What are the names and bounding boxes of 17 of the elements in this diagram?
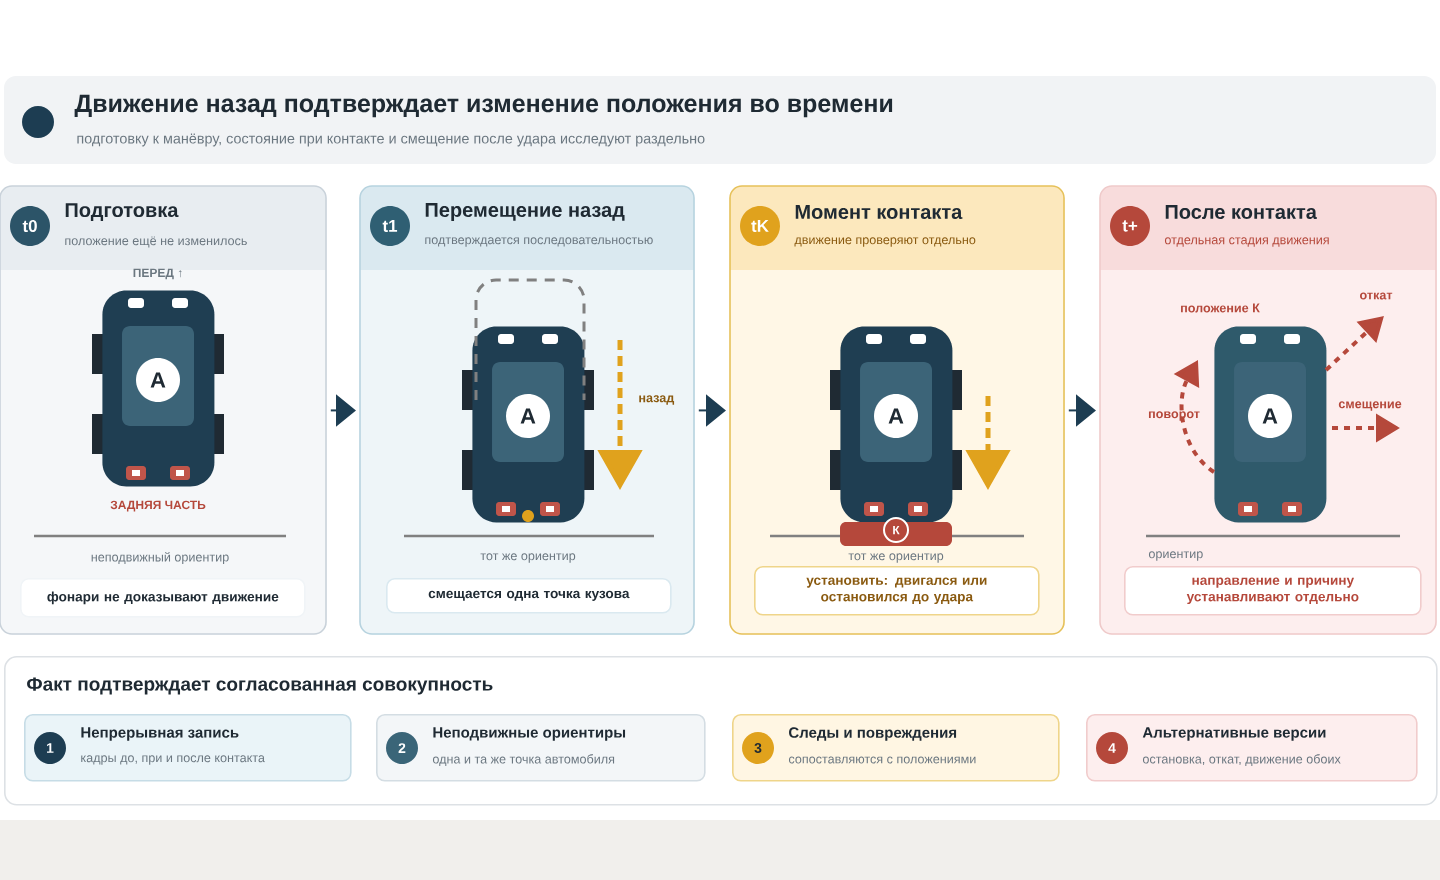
- stage-badge: t1: [370, 206, 410, 246]
- stage-title: Момент контакта: [795, 205, 963, 219]
- stage-badge: tK: [740, 206, 780, 246]
- factor-card: [24, 714, 352, 782]
- factor-card: [376, 714, 706, 782]
- car-drawing: A: [462, 326, 594, 523]
- factor-card: [1086, 714, 1418, 782]
- factor-card: [732, 714, 1060, 782]
- stage-title: После контакта: [1165, 205, 1317, 219]
- stage-title: Перемещение назад: [425, 203, 625, 221]
- car-drawing: A: [1214, 326, 1327, 523]
- car-drawing: A: [92, 290, 224, 487]
- stage-badge: t+: [1110, 206, 1150, 246]
- stage-badge: t0: [10, 206, 50, 246]
- title: Движение назад подтверждает изменение положения во времени: [74, 94, 893, 118]
- stage-title: Подготовка: [65, 203, 179, 221]
- car-drawing: A: [830, 326, 962, 523]
